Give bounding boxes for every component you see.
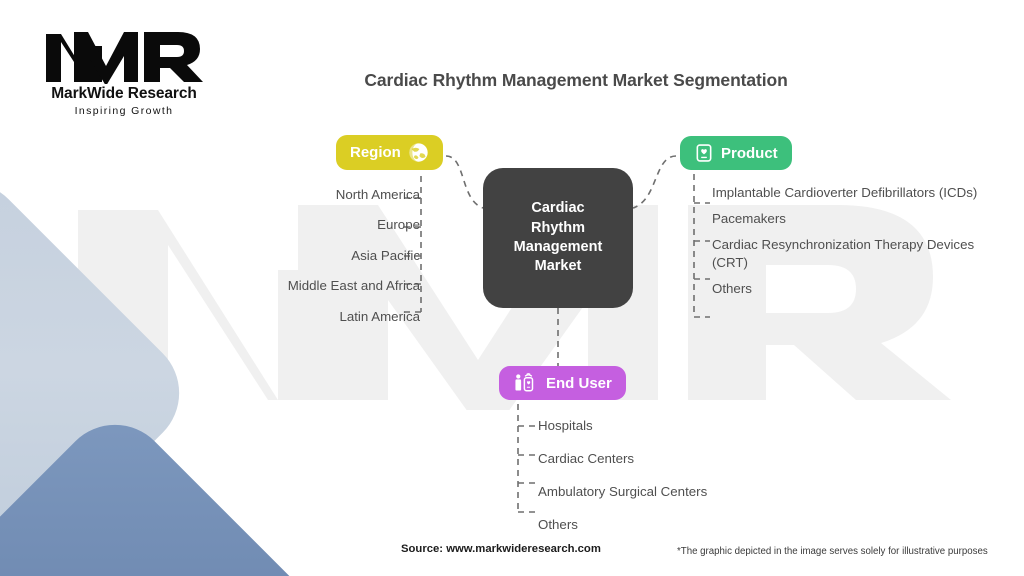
leaf-item: Europe	[377, 217, 420, 233]
branch-badge-end-user[interactable]: End User	[499, 366, 626, 400]
central-line-4: Market	[534, 258, 582, 275]
globe-icon	[408, 142, 429, 163]
branch-badge-product[interactable]: Product	[680, 136, 792, 170]
leaf-item: Others	[712, 280, 752, 296]
leaf-item: Asia Pacific	[351, 247, 420, 263]
branch-label-region: Region	[350, 144, 401, 161]
brand-name: MarkWide Research	[51, 85, 197, 102]
brand-logo: MarkWide Research Inspiring Growth	[34, 26, 214, 117]
leaf-item: North America	[335, 187, 420, 202]
leaf-item: Cardiac Resynchronization Therapy Device…	[712, 236, 975, 270]
central-line-2: Rhythm	[531, 219, 585, 236]
central-node-label: Cardiac Rhythm Management Market	[514, 199, 603, 276]
branch-badge-region[interactable]: Region	[336, 135, 443, 170]
branch-items-product: Implantable Cardioverter Defibrillators …	[712, 184, 1012, 306]
mwr-monogram-icon	[46, 32, 203, 84]
branch-label-product: Product	[721, 144, 778, 162]
branch-items-region: North America Europe Asia Pacific Middle…	[120, 186, 420, 338]
heart-monitor-clipboard-icon	[694, 143, 714, 163]
leaf-item: Middle East and Africa	[287, 278, 420, 294]
central-line-3: Management	[513, 239, 603, 255]
leaf-item: Others	[538, 516, 578, 532]
leaf-item: Hospitals	[538, 418, 593, 433]
brand-tagline: Inspiring Growth	[74, 105, 174, 117]
branch-label-end-user: End User	[546, 374, 612, 392]
leaf-item: Ambulatory Surgical Centers	[538, 483, 708, 499]
leaf-item: Latin America	[339, 308, 420, 324]
leaf-item: Cardiac Centers	[538, 450, 635, 466]
page-title: Cardiac Rhythm Management Market Segment…	[364, 70, 788, 90]
patient-monitor-icon	[513, 373, 539, 393]
footer-disclaimer: *The graphic depicted in the image serve…	[677, 546, 988, 557]
footer-source[interactable]: Source: www.markwideresearch.com	[401, 543, 601, 555]
leaf-item: Implantable Cardioverter Defibrillators …	[712, 185, 978, 200]
branch-items-end-user: Hospitals Cardiac Centers Ambulatory Sur…	[538, 417, 858, 549]
leaf-item: Pacemakers	[712, 210, 786, 226]
central-node: Cardiac Rhythm Management Market	[483, 168, 633, 308]
central-line-1: Cardiac	[531, 200, 585, 217]
